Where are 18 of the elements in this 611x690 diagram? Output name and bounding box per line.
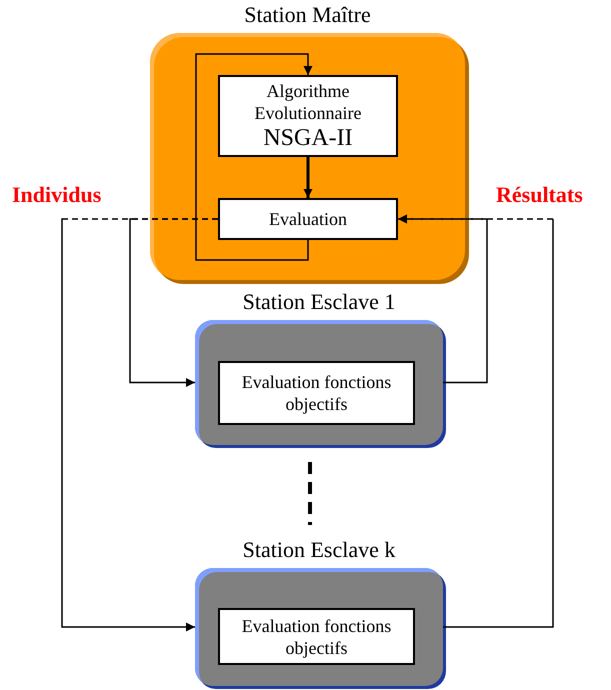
- algorithm-name: NSGA-II: [262, 124, 354, 152]
- process-box: [218, 361, 415, 425]
- process-box: [218, 75, 398, 157]
- station-title: Station Maître: [243, 1, 372, 29]
- process-box: [218, 608, 415, 665]
- arrow: [304, 157, 312, 198]
- arrow: [61, 218, 218, 632]
- station-title: Station Esclave k: [242, 536, 396, 564]
- process-box: [218, 198, 398, 240]
- box-text: Evaluation fonctions objectifs: [240, 371, 392, 415]
- flow-label: Résultats: [496, 181, 583, 209]
- arrow: [195, 53, 312, 261]
- box-text: Algorithme Evolutionnaire: [254, 80, 362, 124]
- arrow: [398, 214, 554, 628]
- station-title: Station Esclave 1: [242, 288, 396, 316]
- box-text: Evaluation: [268, 208, 348, 230]
- flow-label: Individus: [12, 181, 102, 209]
- box-text: Evaluation fonctions objectifs: [240, 614, 392, 658]
